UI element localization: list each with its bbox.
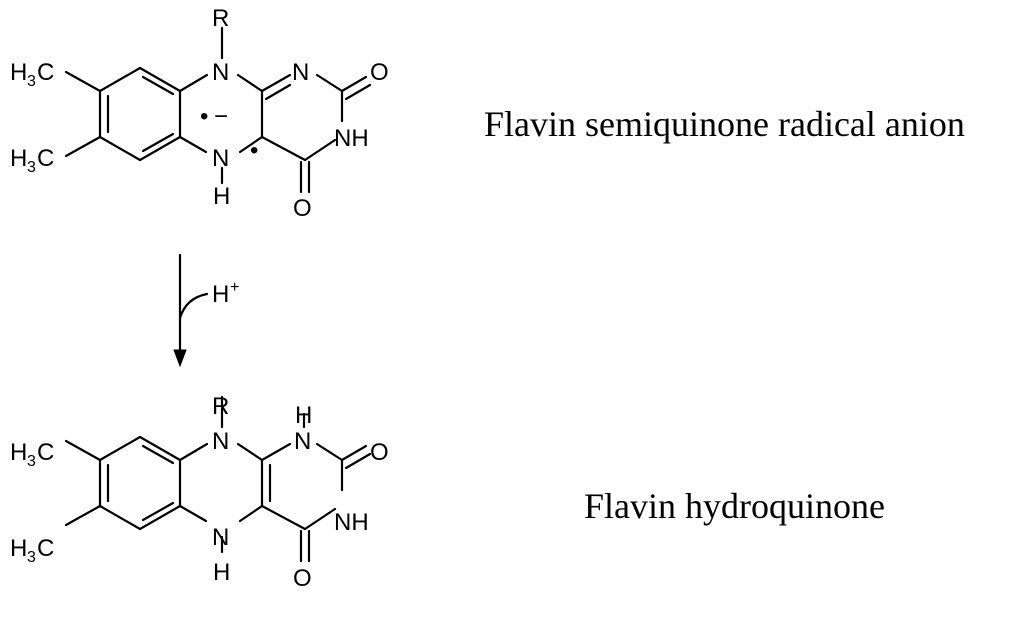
methyl-group-label: H 3 C xyxy=(10,535,54,566)
proton-charge: + xyxy=(230,279,239,296)
svg-text:H: H xyxy=(10,145,27,172)
svg-text:C: C xyxy=(37,439,54,466)
flavin-hydroquinone-structure: R N H N O NH O N H H 3 C H 3 C xyxy=(10,393,389,592)
amine-nitrogen-label: N xyxy=(212,524,229,551)
imine-nitrogen-label: N xyxy=(292,59,309,86)
imide-nh-label: NH xyxy=(334,125,369,152)
carbonyl-oxygen-label: O xyxy=(293,195,312,222)
flavin-semiquinone-structure: R N N O NH O N H • − • H 3 C H 3 C xyxy=(10,5,389,222)
svg-text:3: 3 xyxy=(27,453,36,470)
svg-text:C: C xyxy=(37,535,54,562)
svg-text:C: C xyxy=(37,59,54,86)
carbonyl-oxygen-label: O xyxy=(370,439,389,466)
svg-text:H: H xyxy=(10,535,27,562)
substituent-r-label: R xyxy=(212,5,229,32)
imide-nh-label: NH xyxy=(334,509,369,536)
hydroquinone-caption: Flavin hydroquinone xyxy=(584,486,885,526)
benzene-ring xyxy=(98,435,182,531)
amine-hydrogen-label: H xyxy=(213,559,230,586)
svg-text:3: 3 xyxy=(27,549,36,566)
reaction-arrow: H + xyxy=(173,253,239,368)
amide-nitrogen-label: N xyxy=(294,428,311,455)
ring-nitrogen-label: N xyxy=(212,59,229,86)
carbonyl-oxygen-label: O xyxy=(370,59,389,86)
svg-text:H: H xyxy=(10,59,27,86)
benzene-ring xyxy=(98,66,182,162)
methyl-group-label: H 3 C xyxy=(10,439,54,470)
proton-label: H xyxy=(212,281,229,308)
methyl-group-label: H 3 C xyxy=(10,59,54,90)
svg-text:3: 3 xyxy=(27,73,36,90)
amide-hydrogen-label: H xyxy=(295,402,312,429)
semiquinone-caption: Flavin semiquinone radical anion xyxy=(484,104,965,144)
svg-text:H: H xyxy=(10,439,27,466)
radical-dot: • xyxy=(200,103,208,130)
carbonyl-oxygen-label: O xyxy=(293,565,312,592)
svg-text:3: 3 xyxy=(27,159,36,176)
amine-nitrogen-label: N xyxy=(212,145,229,172)
amine-hydrogen-label: H xyxy=(213,183,230,210)
anion-charge: − xyxy=(214,103,228,130)
svg-text:C: C xyxy=(37,145,54,172)
ring-nitrogen-label: N xyxy=(212,428,229,455)
substituent-r-label: R xyxy=(212,393,229,420)
radical-dot: • xyxy=(250,137,258,164)
methyl-group-label: H 3 C xyxy=(10,145,54,176)
